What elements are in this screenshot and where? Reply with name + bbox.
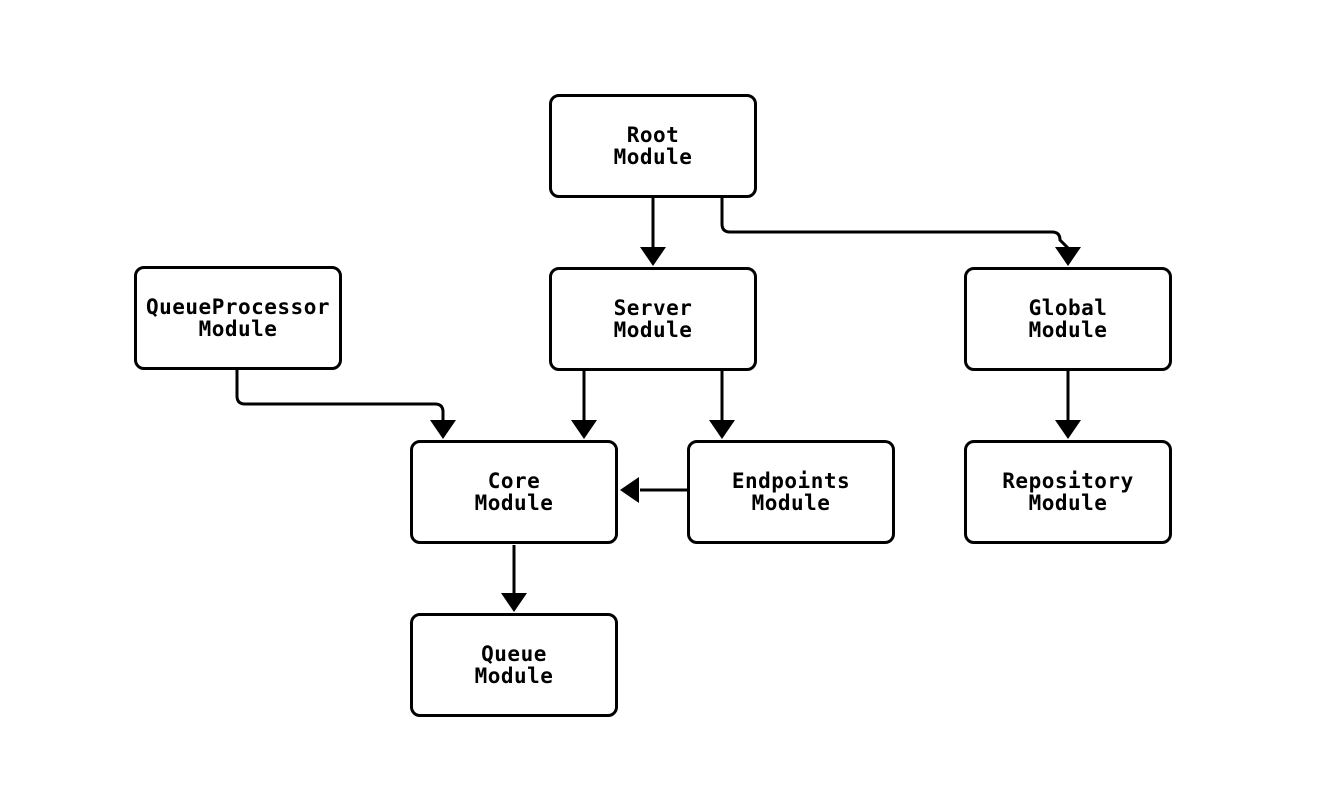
edge-queueprocessor-to-core <box>235 370 445 421</box>
node-label-line2: Module <box>474 491 554 515</box>
node-label-line1: Root <box>626 123 680 147</box>
arrowhead-server-to-endpoints <box>709 420 735 439</box>
node-label-line2: Module <box>198 317 278 341</box>
node-label-line1: Queue <box>481 642 547 666</box>
arrowhead-core-to-queue <box>501 593 527 612</box>
node-label-line1: Global <box>1028 296 1108 320</box>
node-label-line2: Module <box>1028 491 1108 515</box>
arrowhead-global-to-repository <box>1055 420 1081 439</box>
arrowhead-server-to-core <box>571 420 597 439</box>
node-label-line2: Module <box>751 491 831 515</box>
node-label-line2: Module <box>474 664 554 688</box>
node-label-line2: Module <box>613 318 693 342</box>
arrowhead-endpoints-to-core <box>620 477 639 503</box>
arrowhead-root-to-global <box>1055 247 1081 266</box>
node-label-line1: Server <box>613 296 693 320</box>
node-label-line2: Module <box>1028 318 1108 342</box>
node-label-line1: Endpoints <box>731 469 851 493</box>
arrowhead-root-to-server <box>640 247 666 266</box>
node-label-line1: Repository <box>1002 469 1134 493</box>
edge-root-to-global <box>720 198 1070 250</box>
node-label-line1: QueueProcessor <box>145 295 330 319</box>
arrowhead-queueprocessor-to-core <box>430 420 456 439</box>
node-label-line1: Core <box>487 469 541 493</box>
node-label-line2: Module <box>613 145 693 169</box>
